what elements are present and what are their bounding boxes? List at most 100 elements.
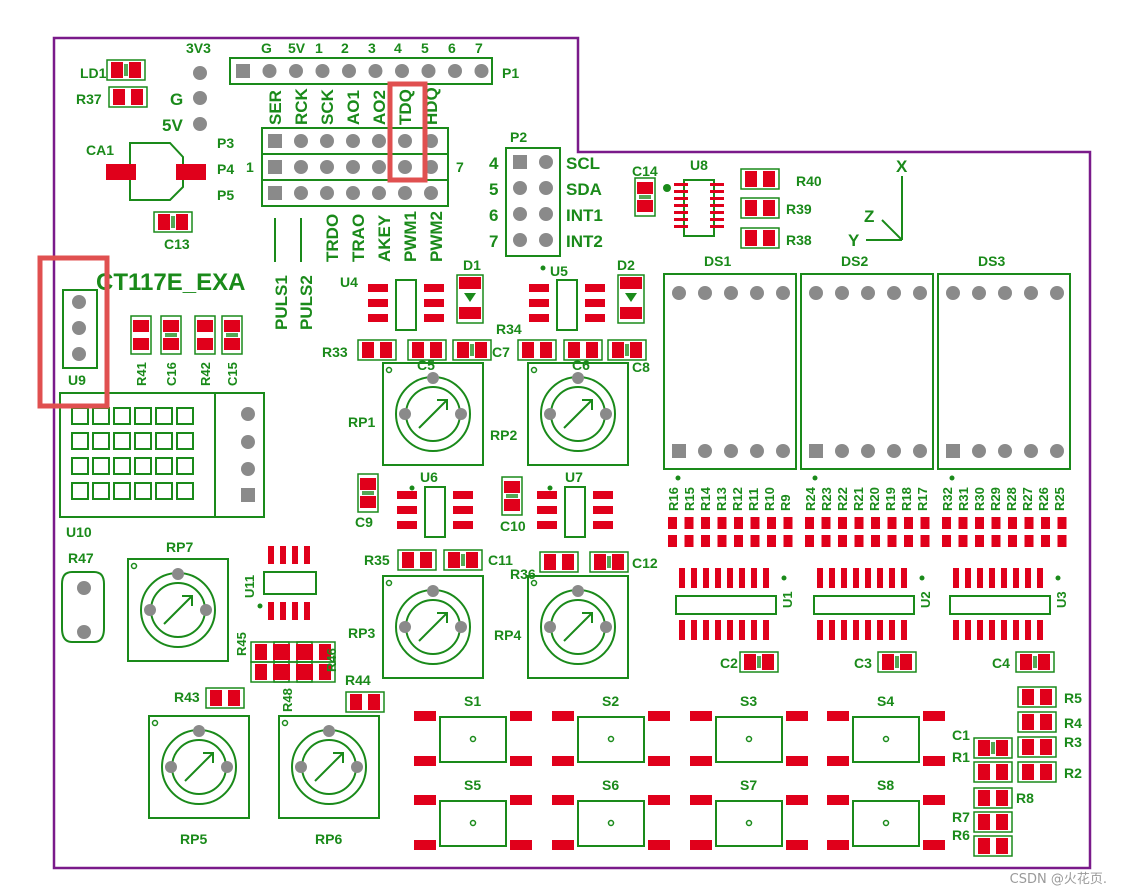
u10-grid-pad	[134, 457, 152, 475]
u11-pad	[304, 546, 310, 564]
u7-pad	[537, 521, 557, 529]
rp4-dot	[530, 579, 538, 587]
u10-grid-pad	[176, 457, 194, 475]
ds2-square-pin	[809, 444, 823, 458]
u8-pad	[674, 190, 688, 193]
ds3-dot	[949, 475, 955, 481]
rp5-dot	[151, 719, 159, 727]
ref-r11: R11	[746, 488, 761, 511]
u10-grid-pad	[71, 482, 89, 500]
ref-r1: R1	[952, 749, 970, 765]
ds-res-pad	[750, 535, 760, 547]
p1-header-outline	[229, 57, 493, 85]
u4-pad	[424, 299, 444, 307]
r8-res-outline	[973, 787, 1013, 809]
ds-res-pad	[975, 535, 984, 547]
u4-pad	[368, 284, 388, 292]
u1-pad	[679, 620, 685, 640]
p-signal-bottom-trao: TRAO	[349, 214, 368, 262]
u10-pin	[241, 407, 255, 421]
ds-res-pad	[871, 517, 880, 529]
ds-res-pad	[717, 535, 727, 547]
r4-res-outline	[1017, 711, 1057, 733]
c12-cap-pad-a	[594, 554, 606, 570]
p1-pin	[448, 64, 462, 78]
ds-res-pad	[701, 535, 710, 547]
u8-pad	[674, 211, 688, 214]
u10-grid-pad	[71, 432, 89, 450]
r41-pad-a	[133, 320, 149, 332]
u7-body	[564, 486, 586, 538]
u1-pad	[763, 620, 769, 640]
p345-pin	[320, 186, 334, 200]
row-label-p3: P3	[217, 135, 234, 151]
u1-pad	[715, 568, 721, 588]
p345-pin	[346, 160, 360, 174]
u10-outline	[59, 392, 265, 518]
rp3-arrowhead	[437, 612, 448, 623]
u11-body	[263, 571, 317, 595]
switch-pad	[510, 711, 532, 721]
ref-r27: R27	[1020, 487, 1035, 511]
c14-pad-b	[637, 200, 653, 212]
p-signal-top-tdq: TDQ	[396, 89, 415, 125]
u9-pin	[72, 321, 86, 335]
u6-pad	[453, 506, 473, 514]
d1-pad	[459, 307, 481, 319]
p345-pin	[346, 134, 360, 148]
u1-pad	[703, 620, 709, 640]
c3-pad-a	[882, 654, 894, 670]
u1-pad	[691, 568, 697, 588]
rp2-pin	[572, 372, 584, 384]
u2-pad	[829, 568, 835, 588]
ds-res-pad	[1057, 535, 1067, 547]
rp4-pin	[600, 621, 612, 633]
rp2-arrowhead	[582, 399, 593, 410]
c12-cap-outline	[589, 551, 629, 573]
ref-r40: R40	[796, 173, 822, 189]
c1-cap-pad-b	[996, 740, 1008, 756]
r36-pad-b	[562, 554, 574, 570]
c13-pad-a	[158, 214, 170, 230]
ds3-pin	[972, 444, 986, 458]
u6-pad	[453, 491, 473, 499]
u2-pad	[877, 568, 883, 588]
ref-c8: C8	[632, 359, 650, 375]
u10-grid-pad	[113, 482, 131, 500]
switch-pad	[414, 795, 436, 805]
ds1-pin	[724, 444, 738, 458]
r7-res-outline	[973, 811, 1013, 833]
r34b-pad-b	[586, 342, 598, 358]
ref-s4: S4	[877, 693, 894, 709]
r5-res-outline	[1017, 686, 1057, 708]
ds1-pin	[776, 444, 790, 458]
r34b-pad-a	[568, 342, 580, 358]
u5-pad	[585, 299, 605, 307]
u4-body	[395, 279, 417, 331]
ref-r26: R26	[1036, 487, 1051, 511]
p345-pin	[424, 186, 438, 200]
u10-grid-pad	[71, 457, 89, 475]
p-signal-top-rck: RCK	[292, 87, 311, 125]
row-label-p5: P5	[217, 187, 234, 203]
board-name-label: CT117E_EXA	[96, 269, 245, 296]
u4-pad	[368, 314, 388, 322]
ref-c10: C10	[500, 518, 526, 534]
ds3-pin	[1050, 444, 1064, 458]
c3-outline	[877, 651, 917, 673]
switch-pad	[923, 756, 945, 766]
r3-res-pad-a	[1022, 739, 1034, 755]
c13-outline	[153, 211, 193, 233]
switch-pad	[552, 756, 574, 766]
r44-outline	[345, 691, 385, 713]
u3-pad	[1037, 568, 1043, 588]
u8-pad	[674, 218, 688, 221]
ref-s2: S2	[602, 693, 619, 709]
c15-pad-b	[224, 338, 240, 350]
switch-center-dot	[882, 819, 890, 827]
ref-d1: D1	[463, 257, 481, 273]
ds2-pin	[913, 444, 927, 458]
ref-r15: R15	[682, 487, 697, 511]
ds1-pin	[750, 444, 764, 458]
c11-cap-pad-b	[466, 552, 478, 568]
